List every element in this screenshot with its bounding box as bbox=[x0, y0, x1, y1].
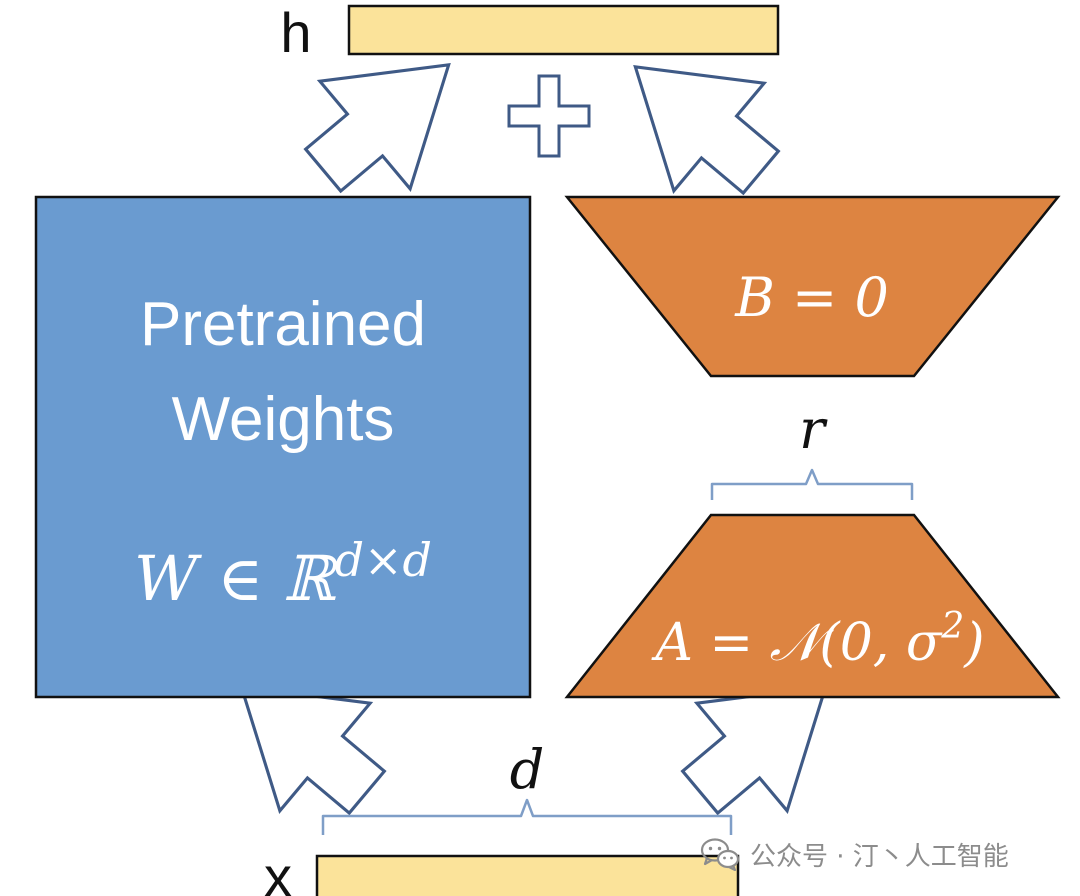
input-label: x bbox=[264, 845, 292, 896]
matrix-a-formula-close: ) bbox=[963, 613, 984, 673]
pretrained-formula-base: W ∈ ℝ bbox=[134, 542, 338, 615]
dim-brace bbox=[321, 798, 733, 835]
watermark: 公众号 · 汀丶人工智能 bbox=[700, 832, 1009, 876]
output-bar-h bbox=[347, 4, 780, 56]
arrow-input-to-a-icon bbox=[680, 684, 828, 816]
matrix-a-formula-base: A = 𝒩(0, σ bbox=[651, 613, 942, 673]
pretrained-weights-block bbox=[34, 195, 532, 699]
pretrained-formula-exponent: d×d bbox=[335, 533, 432, 587]
input-bar-x bbox=[315, 854, 740, 896]
watermark-text: 公众号 · 汀丶人工智能 bbox=[750, 841, 1009, 872]
matrix-a-formula: A = 𝒩(0, σ2) bbox=[651, 606, 984, 673]
wechat-icon bbox=[700, 838, 740, 871]
matrix-b-block bbox=[564, 195, 1061, 378]
matrix-a-formula-exponent: 2 bbox=[940, 606, 964, 647]
rank-brace bbox=[710, 468, 914, 500]
pretrained-formula: W ∈ ℝd×d bbox=[134, 533, 432, 615]
pretrained-title-line1: Pretrained bbox=[140, 290, 426, 359]
arrow-up-right-icon bbox=[303, 62, 451, 194]
plus-icon bbox=[507, 74, 591, 158]
dim-label: d bbox=[510, 738, 545, 801]
rank-label: r bbox=[799, 398, 828, 461]
pretrained-title-line2: Weights bbox=[172, 385, 395, 454]
matrix-b-formula: B = 0 bbox=[734, 266, 889, 329]
arrow-up-left-icon bbox=[633, 64, 781, 196]
output-label: h bbox=[280, 1, 311, 64]
matrix-a-block bbox=[564, 513, 1061, 699]
